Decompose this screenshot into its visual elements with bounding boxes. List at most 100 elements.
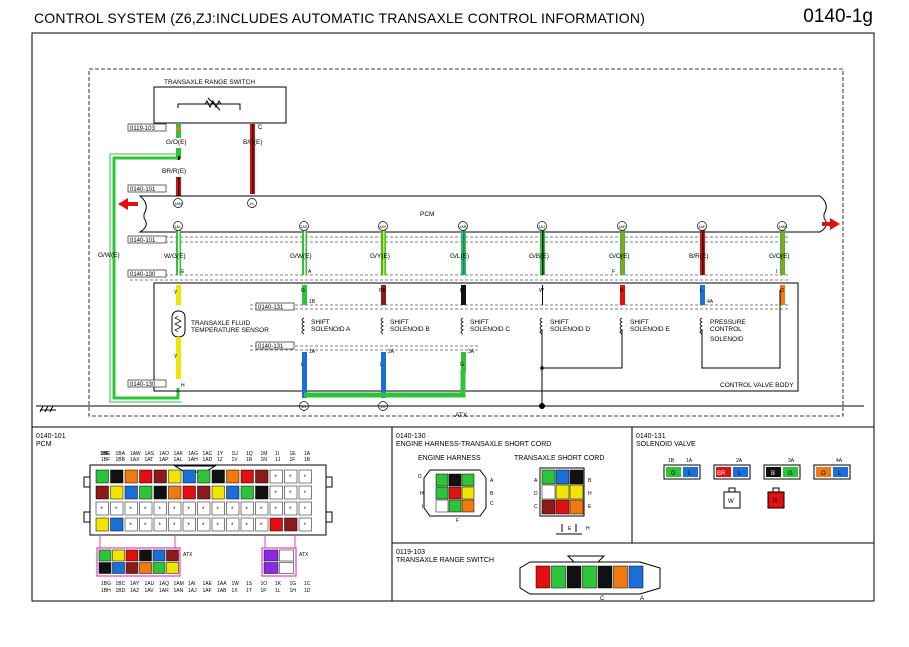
svg-text:SOLENOID D: SOLENOID D bbox=[550, 326, 590, 333]
pcm-pin-label: 1AW bbox=[130, 451, 141, 457]
pcm-cell bbox=[226, 517, 240, 532]
column-labels: W/G(E) G/W(E) G/Y(E) G/L(E) G/B(E) G/O(E… bbox=[164, 253, 790, 368]
pcm-panel-code: 0140-101 bbox=[36, 433, 66, 440]
atx-a-cell bbox=[152, 562, 166, 574]
pcm-pin-label: 1AD bbox=[203, 457, 213, 463]
pcm-cell bbox=[240, 501, 254, 516]
eh-cell bbox=[448, 499, 462, 513]
svg-text:Y: Y bbox=[174, 354, 178, 360]
pcm-cell bbox=[95, 469, 109, 484]
pcm-pin-label: 1X bbox=[232, 588, 239, 594]
wire-label-brr: B/R(E) bbox=[243, 139, 263, 146]
pcm-cell bbox=[226, 469, 240, 484]
pcm-cell bbox=[168, 517, 182, 532]
trs-cell bbox=[566, 565, 582, 589]
svg-text:L: L bbox=[688, 471, 692, 477]
pcm-pin-label: 1E bbox=[290, 451, 297, 457]
eh-cell bbox=[448, 473, 462, 487]
eh-connector bbox=[423, 469, 487, 517]
pcm-pin-label: 1T bbox=[246, 588, 252, 594]
trs-cell bbox=[582, 565, 597, 589]
pcm-cell-mark: * bbox=[217, 507, 220, 513]
solenoid-code: 0140-131 bbox=[636, 433, 666, 440]
svg-text:F: F bbox=[456, 518, 459, 524]
conn-label-0140-130-b: 0140-130 bbox=[127, 379, 167, 388]
pcm-pin-label: 1B bbox=[304, 457, 311, 463]
pcm-pin-label: 1AU bbox=[145, 581, 155, 587]
svg-text:1AN: 1AN bbox=[174, 201, 182, 206]
pcm-cell bbox=[168, 469, 182, 484]
pcm-pin-label: 1BB bbox=[116, 457, 126, 463]
pcm-pin-label: 1Q bbox=[246, 451, 253, 457]
tfts-label-2: TEMPERATURE SENSOR bbox=[191, 327, 269, 334]
pcm-pin-label: 1BE bbox=[101, 451, 111, 457]
pcm-pin-label: 1P bbox=[261, 588, 268, 594]
svg-text:4A: 4A bbox=[836, 458, 843, 464]
pcm-cell bbox=[269, 485, 283, 500]
conn-label-0140-131-b: 0140-131 bbox=[255, 341, 295, 350]
pcm-pin-label: 1L bbox=[275, 588, 281, 594]
pcm-pin-label: 1BC bbox=[116, 581, 126, 587]
svg-text:H: H bbox=[588, 491, 592, 497]
svg-text:G/W(E): G/W(E) bbox=[290, 253, 312, 260]
pcm-cell-mark: * bbox=[260, 523, 263, 529]
trs-resistor-zigzag bbox=[204, 99, 222, 109]
atx-b-cell bbox=[279, 562, 294, 574]
pcm-cell bbox=[124, 517, 138, 532]
eh-cell bbox=[448, 486, 462, 500]
svg-text:SOLENOID A: SOLENOID A bbox=[311, 326, 351, 333]
trs-cell bbox=[551, 565, 566, 589]
pcm-label: PCM bbox=[420, 211, 434, 218]
solenoid-name: SOLENOID VALVE bbox=[636, 441, 696, 448]
svg-text:C: C bbox=[600, 596, 605, 602]
pcm-pin-label: 1AZ bbox=[130, 588, 139, 594]
conn-label-0140-131-a: 0140-131 bbox=[255, 302, 295, 311]
eh-cell bbox=[461, 473, 475, 487]
svg-text:L: L bbox=[700, 288, 703, 294]
pcm-cell bbox=[197, 485, 211, 500]
conn-label-0119-103: 0119-103 bbox=[127, 123, 167, 132]
pcm-cell bbox=[139, 517, 153, 532]
pcm-cell bbox=[240, 469, 254, 484]
page-title: CONTROL SYSTEM (Z6,ZJ:INCLUDES AUTOMATIC… bbox=[34, 10, 646, 26]
pcm-pin-label: 1O bbox=[261, 581, 268, 587]
svg-text:BR: BR bbox=[717, 471, 726, 477]
pcm-pin-label: 1AX bbox=[130, 457, 140, 463]
svg-text:SOLENOID: SOLENOID bbox=[710, 336, 744, 343]
pcm-cell bbox=[168, 485, 182, 500]
pcm-pin-label: 1C bbox=[304, 581, 311, 587]
pcm-cell bbox=[197, 501, 211, 516]
svg-text:A: A bbox=[308, 269, 312, 275]
pcm-pin-label: 1AH bbox=[188, 457, 198, 463]
pcm-cell bbox=[139, 485, 153, 500]
pcm-cell bbox=[269, 501, 283, 516]
pcm-pin-label: 1BA bbox=[116, 451, 126, 457]
pcm-pin-label: 1AM bbox=[174, 581, 184, 587]
tsc-cell bbox=[569, 469, 584, 485]
pcm-pin-label: 1N bbox=[261, 457, 268, 463]
pcm-cell-mark: * bbox=[304, 491, 307, 497]
cvb-label: CONTROL VALVE BODY bbox=[720, 382, 794, 389]
pcm-pin-label: 1Y bbox=[217, 451, 224, 457]
svg-text:F: F bbox=[612, 269, 615, 275]
svg-text:1AM: 1AM bbox=[778, 224, 786, 229]
pcm-cell bbox=[110, 517, 124, 532]
eh-cell bbox=[461, 499, 475, 513]
svg-text:1AB: 1AB bbox=[459, 224, 467, 229]
svg-text:W: W bbox=[728, 499, 734, 505]
trs-pin-c: C bbox=[258, 125, 263, 131]
pcm-cell bbox=[255, 485, 269, 500]
pcm-cell bbox=[284, 501, 298, 516]
pcm-cell bbox=[168, 501, 182, 516]
pcm-cell-mark: * bbox=[144, 507, 147, 513]
pcm-pin-label: 1AR bbox=[159, 588, 169, 594]
pcm-arrow-left bbox=[118, 198, 138, 210]
pcm-pin-label: 1AF bbox=[203, 588, 212, 594]
pcm-cell-mark: * bbox=[246, 507, 249, 513]
pcm-cell-mark: * bbox=[173, 523, 176, 529]
pcm-pin-bubbles: 1AL 1AZ 1AY 1AB 1AJ 1AP 1AF 1AM 1G 1S bbox=[173, 221, 787, 411]
conn-label-0140-101-b: 0140-101 bbox=[127, 235, 167, 244]
pcm-pin-label: 1AP bbox=[159, 457, 169, 463]
